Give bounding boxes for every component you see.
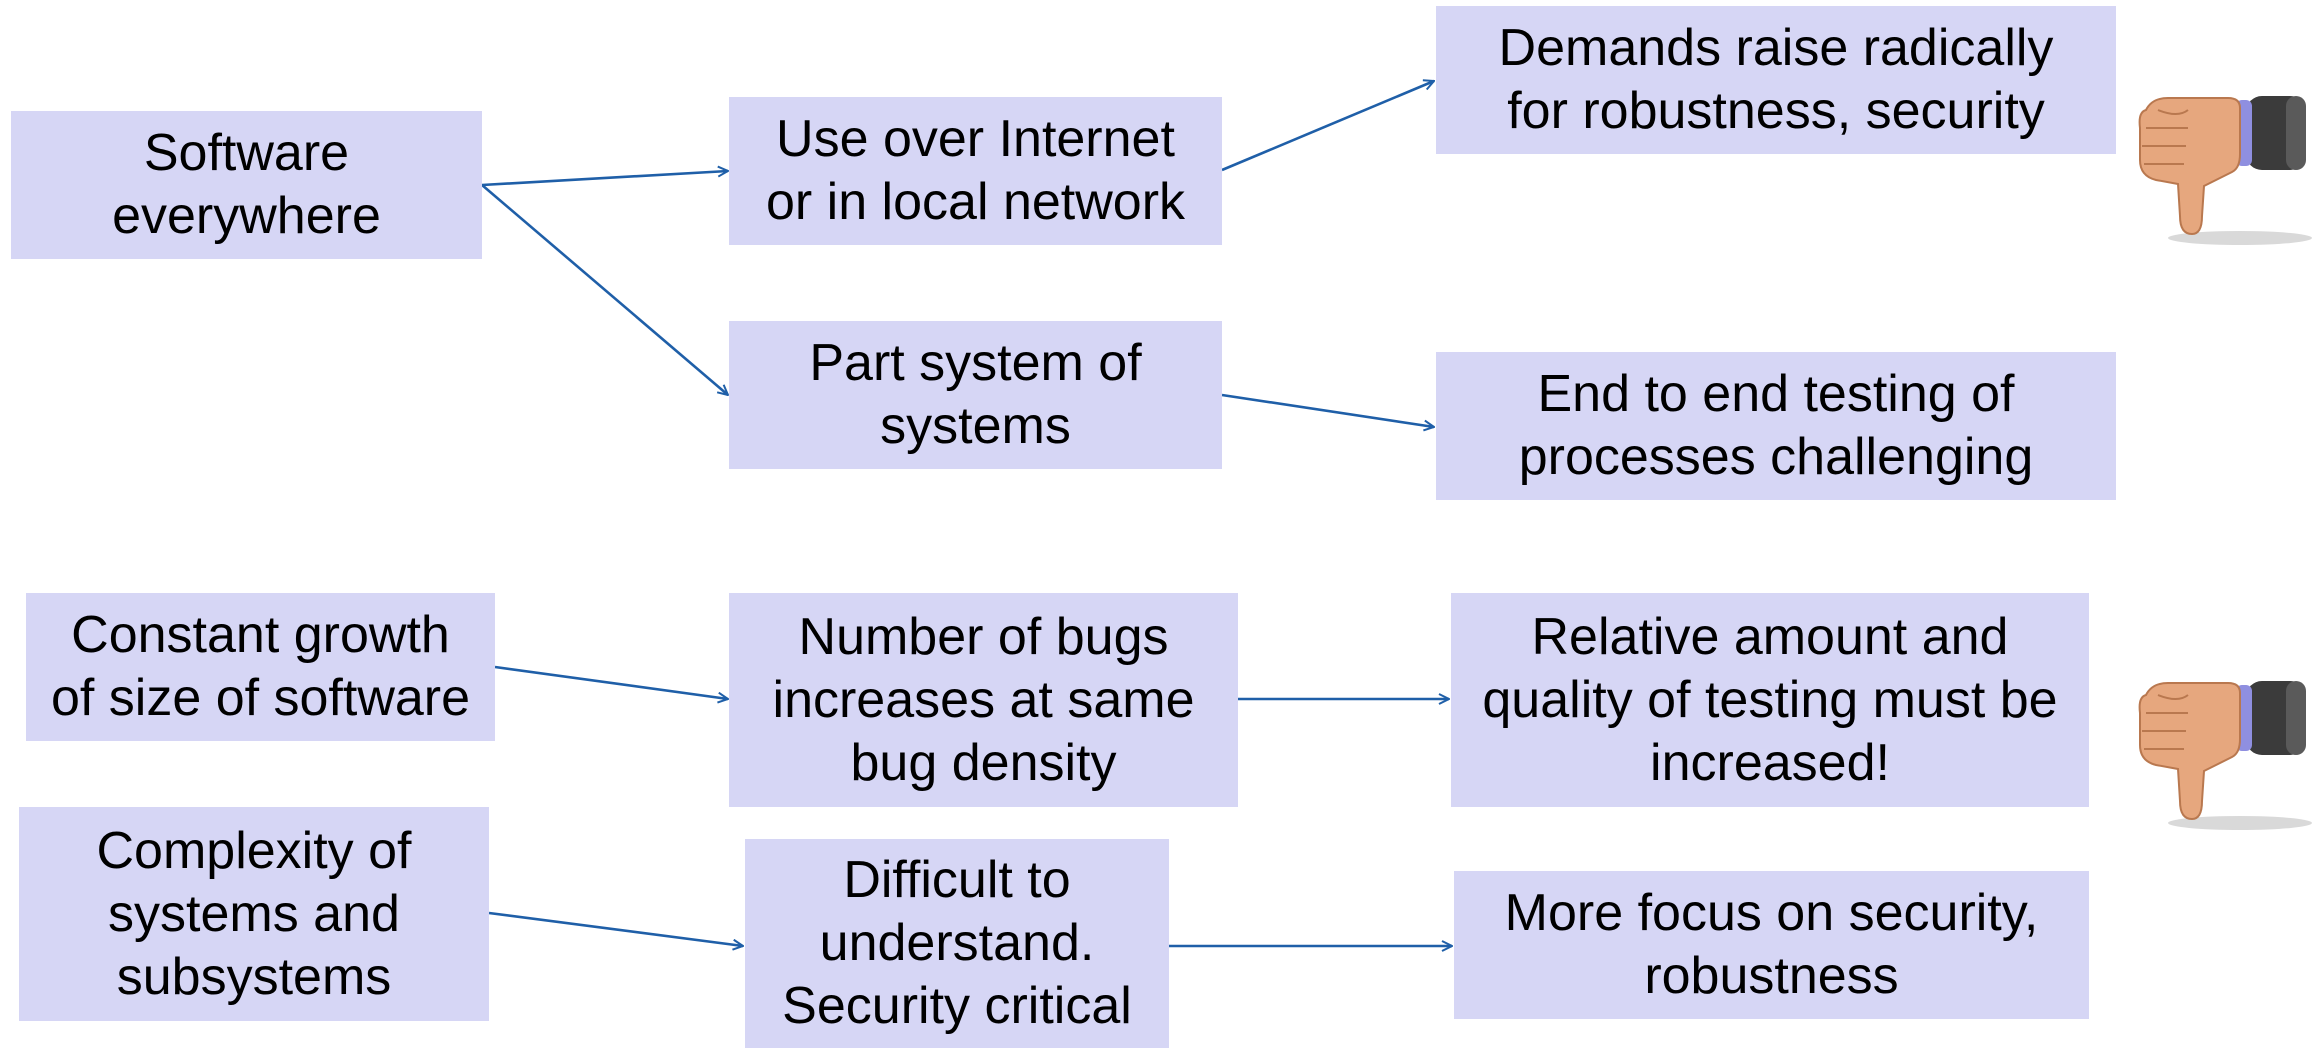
arrow-complexity-to-difficult: [488, 911, 743, 946]
arrow-internet-to-demands: [1221, 81, 1434, 172]
node-more-focus: More focus on security, robustness: [1454, 871, 2089, 1019]
node-end-to-end: End to end testing of processes challeng…: [1436, 352, 2116, 500]
node-software-everywhere: Software everywhere: [11, 111, 482, 259]
thumbs-down-icon: [2138, 681, 2312, 830]
node-use-over-internet: Use over Internet or in local network: [729, 97, 1222, 245]
node-difficult: Difficult to understand. Security critic…: [745, 839, 1169, 1048]
thumbs-down-icon: [2138, 96, 2312, 245]
node-complexity: Complexity of systems and subsystems: [19, 807, 489, 1021]
arrow-software-to-internet: [481, 171, 728, 187]
node-number-of-bugs: Number of bugs increases at same bug den…: [729, 593, 1238, 807]
node-demands-raise: Demands raise radically for robustness, …: [1436, 6, 2116, 154]
node-relative-amount: Relative amount and quality of testing m…: [1451, 593, 2089, 807]
arrow-part-system-to-end-to-end: [1221, 393, 1434, 427]
arrow-software-to-part-system: [481, 184, 728, 395]
arrow-growth-to-bugs: [494, 665, 728, 699]
node-part-system: Part system of systems: [729, 321, 1222, 469]
node-constant-growth: Constant growth of size of software: [26, 593, 495, 741]
